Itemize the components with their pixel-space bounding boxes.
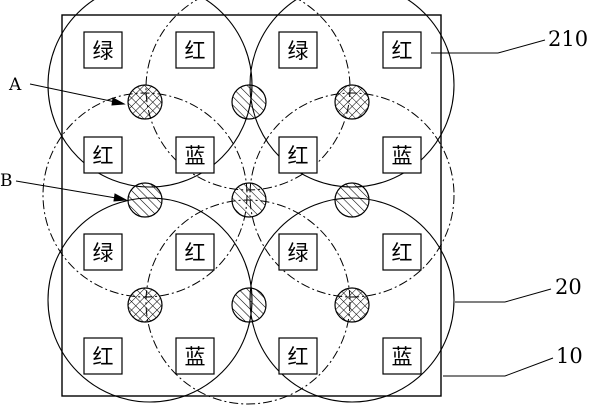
cell-box bbox=[83, 337, 123, 375]
node-crosshatch bbox=[334, 287, 370, 323]
cell-label: 绿 bbox=[93, 39, 114, 63]
color-cell: 红 bbox=[278, 136, 318, 174]
cell-label: 绿 bbox=[288, 39, 309, 63]
cell-label: 蓝 bbox=[185, 144, 206, 168]
cell-label: 红 bbox=[288, 345, 309, 369]
cell-label: 红 bbox=[185, 241, 206, 265]
node-crosshatch bbox=[127, 84, 163, 120]
leader-20-slope bbox=[504, 288, 552, 303]
leader-210-slope bbox=[497, 39, 546, 54]
node-diagonal-hatch bbox=[231, 84, 267, 120]
leader-lines bbox=[15, 39, 554, 377]
ref-210-label: 210 bbox=[548, 27, 588, 51]
marker-b-label: B bbox=[0, 171, 13, 191]
hatched-node-group bbox=[127, 84, 370, 323]
cell-box bbox=[175, 136, 215, 174]
node-crosshatch bbox=[334, 84, 370, 120]
color-cell: 蓝 bbox=[175, 337, 215, 375]
cell-box bbox=[83, 31, 123, 69]
arrow-b-icon bbox=[113, 193, 128, 202]
color-cell: 蓝 bbox=[382, 136, 422, 174]
marker-a-label: A bbox=[8, 75, 22, 95]
cell-label: 绿 bbox=[93, 241, 114, 265]
ref-20-label: 20 bbox=[555, 275, 582, 299]
cell-label: 红 bbox=[392, 39, 413, 63]
cell-box bbox=[278, 337, 318, 375]
node-diagonal-hatch bbox=[334, 182, 370, 218]
cell-box bbox=[175, 337, 215, 375]
cell-label: 红 bbox=[288, 144, 309, 168]
ref-10-label: 10 bbox=[556, 344, 583, 368]
color-cell: 红 bbox=[175, 233, 215, 271]
color-cell: 红 bbox=[278, 337, 318, 375]
color-cell: 红 bbox=[83, 337, 123, 375]
cell-box bbox=[175, 31, 215, 69]
cell-label: 红 bbox=[185, 39, 206, 63]
cell-box bbox=[83, 136, 123, 174]
color-cell: 绿 bbox=[83, 233, 123, 271]
color-cell: 绿 bbox=[278, 233, 318, 271]
cell-box bbox=[83, 233, 123, 271]
cell-box bbox=[278, 31, 318, 69]
cell-label: 蓝 bbox=[392, 345, 413, 369]
node-diagonal-hatch bbox=[231, 287, 267, 323]
cell-label: 蓝 bbox=[392, 144, 413, 168]
cell-box bbox=[278, 136, 318, 174]
color-cell: 绿 bbox=[278, 31, 318, 69]
cell-box bbox=[382, 337, 422, 375]
color-cell: 红 bbox=[83, 136, 123, 174]
leader-b bbox=[15, 180, 123, 200]
substrate-outline bbox=[61, 14, 442, 397]
color-cell: 红 bbox=[382, 233, 422, 271]
color-cell: 蓝 bbox=[175, 136, 215, 174]
color-cell: 红 bbox=[382, 31, 422, 69]
cell-label: 红 bbox=[93, 345, 114, 369]
cell-label: 红 bbox=[392, 241, 413, 265]
arrow-a-icon bbox=[111, 97, 126, 106]
cell-label: 蓝 bbox=[185, 345, 206, 369]
cell-box bbox=[175, 233, 215, 271]
cell-box bbox=[278, 233, 318, 271]
color-cell-group: 绿红绿红红蓝红蓝绿红绿红红蓝红蓝 bbox=[83, 31, 422, 375]
cell-label: 红 bbox=[93, 144, 114, 168]
color-cell: 红 bbox=[175, 31, 215, 69]
cell-label: 绿 bbox=[288, 241, 309, 265]
cell-box bbox=[382, 31, 422, 69]
color-cell: 蓝 bbox=[382, 337, 422, 375]
leader-10-slope bbox=[504, 357, 554, 377]
color-cell: 绿 bbox=[83, 31, 123, 69]
node-diagonal-hatch bbox=[231, 182, 267, 218]
cell-box bbox=[382, 136, 422, 174]
cell-box bbox=[382, 233, 422, 271]
node-diagonal-hatch bbox=[127, 182, 163, 218]
node-crosshatch bbox=[127, 287, 163, 323]
leader-a bbox=[29, 83, 121, 104]
